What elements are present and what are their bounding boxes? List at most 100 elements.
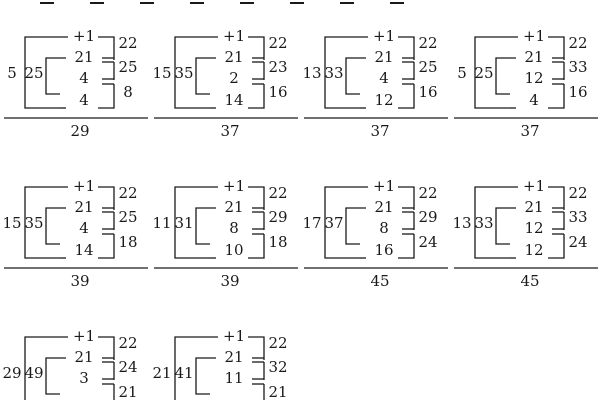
inner-bracket <box>345 207 366 245</box>
right-number-2: 25 <box>118 208 137 226</box>
right-bracket-upper <box>248 336 265 360</box>
center-number-2: 4 <box>379 69 389 87</box>
right-number-1: 22 <box>118 34 137 52</box>
inner-bracket <box>45 207 66 245</box>
outer-bracket <box>174 36 218 109</box>
middle-number: 31 <box>174 214 193 232</box>
center-number-1: 21 <box>524 48 543 66</box>
middle-number: 35 <box>174 64 193 82</box>
plus-one-label: +1 <box>223 327 245 345</box>
right-number-3: 21 <box>118 383 137 400</box>
right-number-3: 24 <box>418 233 437 251</box>
outer-number: 29 <box>2 364 21 382</box>
center-number-3: 14 <box>224 91 243 109</box>
right-number-2: 29 <box>268 208 287 226</box>
right-number-3: 21 <box>268 383 287 400</box>
right-bracket-lower <box>98 84 115 109</box>
outer-number: 5 <box>457 64 467 82</box>
right-number-1: 22 <box>268 34 287 52</box>
sum-total: 37 <box>220 122 239 140</box>
inner-bracket <box>45 57 66 95</box>
middle-number: 37 <box>324 214 343 232</box>
center-number-3: 12 <box>524 241 543 259</box>
center-number-1: 21 <box>374 198 393 216</box>
right-bracket-lower <box>113 384 115 400</box>
right-number-2: 25 <box>418 58 437 76</box>
right-number-3: 18 <box>118 233 137 251</box>
cropped-top-strokes <box>0 0 600 6</box>
center-number-3: 14 <box>74 241 93 259</box>
right-bracket-upper <box>548 36 565 60</box>
right-bracket-lower <box>263 384 265 400</box>
outer-number: 17 <box>302 214 321 232</box>
inner-bracket <box>345 57 366 95</box>
inner-bracket <box>195 357 216 395</box>
sum-total: 45 <box>370 272 389 290</box>
inner-bracket <box>195 207 216 245</box>
plus-one-label: +1 <box>523 27 545 45</box>
plus-one-label: +1 <box>73 177 95 195</box>
center-number-1: 21 <box>74 198 93 216</box>
center-number-2: 4 <box>79 69 89 87</box>
center-number-2: 12 <box>524 219 543 237</box>
outer-number: 5 <box>7 64 17 82</box>
right-number-3: 24 <box>568 233 587 251</box>
right-bracket-lower <box>398 84 415 109</box>
middle-number: 35 <box>24 214 43 232</box>
right-bracket-lower <box>548 84 565 109</box>
center-number-1: 21 <box>74 348 93 366</box>
sum-total: 39 <box>220 272 239 290</box>
right-number-1: 22 <box>118 334 137 352</box>
right-number-2: 33 <box>568 58 587 76</box>
right-number-3: 16 <box>418 83 437 101</box>
right-number-3: 16 <box>268 83 287 101</box>
inner-bracket <box>195 57 216 95</box>
right-number-2: 24 <box>118 358 137 376</box>
center-number-2: 12 <box>524 69 543 87</box>
right-bracket-lower <box>548 234 565 259</box>
sum-total: 37 <box>370 122 389 140</box>
right-number-1: 22 <box>568 34 587 52</box>
right-bracket-upper <box>548 186 565 210</box>
outer-bracket <box>174 186 218 259</box>
right-bracket-upper <box>98 186 115 210</box>
center-number-3: 4 <box>79 91 89 109</box>
plus-one-label: +1 <box>373 27 395 45</box>
center-number-2: 8 <box>229 219 239 237</box>
right-bracket-upper <box>248 36 265 60</box>
right-number-3: 16 <box>568 83 587 101</box>
right-number-2: 25 <box>118 58 137 76</box>
right-number-3: 18 <box>268 233 287 251</box>
plus-one-label: +1 <box>73 327 95 345</box>
plus-one-label: +1 <box>73 27 95 45</box>
right-number-1: 22 <box>118 184 137 202</box>
right-bracket-lower <box>98 234 115 259</box>
right-number-2: 33 <box>568 208 587 226</box>
center-number-2: 11 <box>224 369 243 387</box>
sum-total: 37 <box>520 122 539 140</box>
inner-bracket <box>495 207 516 245</box>
outer-number: 13 <box>452 214 471 232</box>
outer-number: 15 <box>2 214 21 232</box>
center-number-2: 3 <box>79 369 89 387</box>
plus-one-label: +1 <box>223 27 245 45</box>
right-number-1: 22 <box>568 184 587 202</box>
right-number-2: 29 <box>418 208 437 226</box>
outer-number: 11 <box>152 214 171 232</box>
outer-bracket <box>474 36 518 109</box>
middle-number: 33 <box>324 64 343 82</box>
right-number-3: 8 <box>123 83 133 101</box>
center-number-3: 16 <box>374 241 393 259</box>
center-number-2: 2 <box>229 69 239 87</box>
plus-one-label: +1 <box>523 177 545 195</box>
right-number-1: 22 <box>418 34 437 52</box>
right-bracket-upper <box>98 36 115 60</box>
outer-bracket <box>474 186 518 259</box>
